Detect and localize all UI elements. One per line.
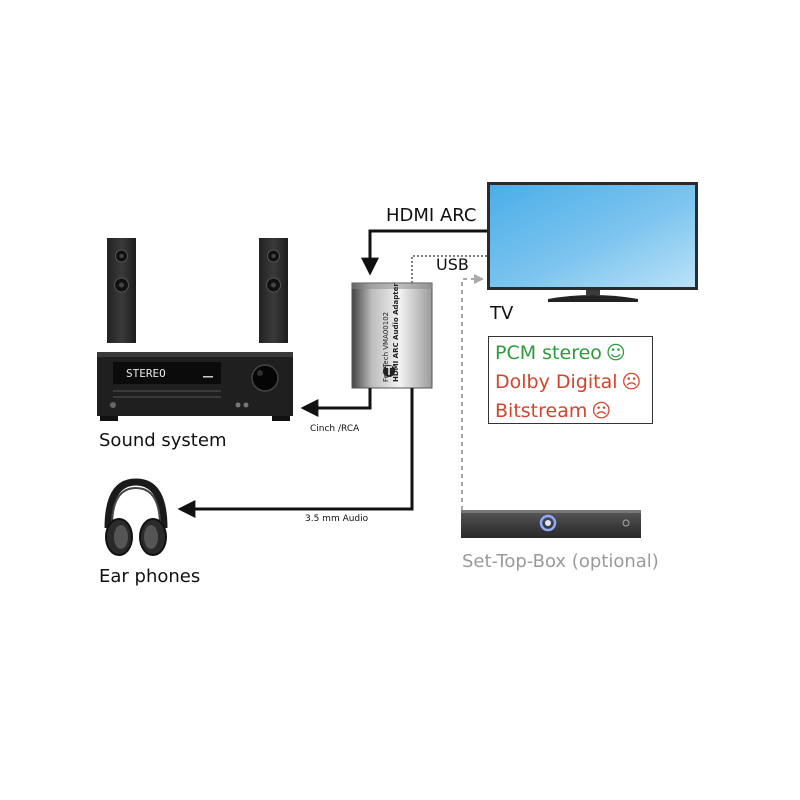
av-receiver: STEREO	[97, 352, 293, 421]
adapter-product-text: HDMI ARC Audio Adapter	[392, 283, 400, 382]
receiver-display-text: STEREO	[126, 367, 166, 380]
smiley-sad-icon: ☹	[621, 371, 642, 393]
compat-format-label: PCM stereo	[495, 342, 602, 364]
compat-format-label: Bitstream	[495, 400, 588, 422]
tv	[487, 182, 698, 302]
compat-row-dolby-digital: Dolby Digital☹	[495, 368, 646, 397]
hdmi-arc-cable	[361, 229, 487, 276]
tv-label: TV	[490, 303, 514, 324]
compat-row-pcm-stereo: PCM stereo☺	[495, 339, 646, 368]
cinch-rca-label: Cinch /RCA	[310, 424, 360, 434]
headphones-icon	[104, 478, 168, 556]
speaker-left	[107, 238, 136, 343]
tv-screen	[490, 185, 695, 287]
receiver-display	[113, 362, 221, 384]
format-compatibility-box: PCM stereo☺ Dolby Digital☹ Bitstream☹	[488, 336, 653, 424]
speaker-right	[259, 238, 288, 343]
compat-format-label: Dolby Digital	[495, 371, 618, 393]
tv-stand	[548, 295, 638, 302]
smiley-sad-icon: ☹	[591, 400, 612, 422]
audio-35mm-label: 3.5 mm Audio	[305, 514, 369, 524]
audio-35mm-cable	[177, 388, 414, 518]
smiley-happy-icon: ☺	[605, 342, 626, 364]
set-top-box	[461, 510, 641, 538]
ear-phones-label: Ear phones	[99, 566, 201, 587]
usb-cable	[411, 255, 487, 284]
usb-label: USB	[436, 255, 469, 274]
set-top-box-label: Set-Top-Box (optional)	[462, 551, 659, 572]
hdmi-arc-label: HDMI ARC	[386, 205, 477, 226]
adapter-brand-text: FeinTech VMA00102	[382, 312, 390, 382]
compat-row-bitstream: Bitstream☹	[495, 397, 646, 426]
cinch-rca-cable	[300, 388, 372, 417]
hdmi-arc-audio-adapter: FeinTech VMA00102 HDMI ARC Audio Adapter	[351, 282, 433, 389]
volume-knob	[251, 364, 279, 392]
set-top-box-cable	[461, 274, 484, 510]
sound-system-label: Sound system	[99, 430, 227, 451]
set-top-box-power-icon	[539, 514, 557, 532]
